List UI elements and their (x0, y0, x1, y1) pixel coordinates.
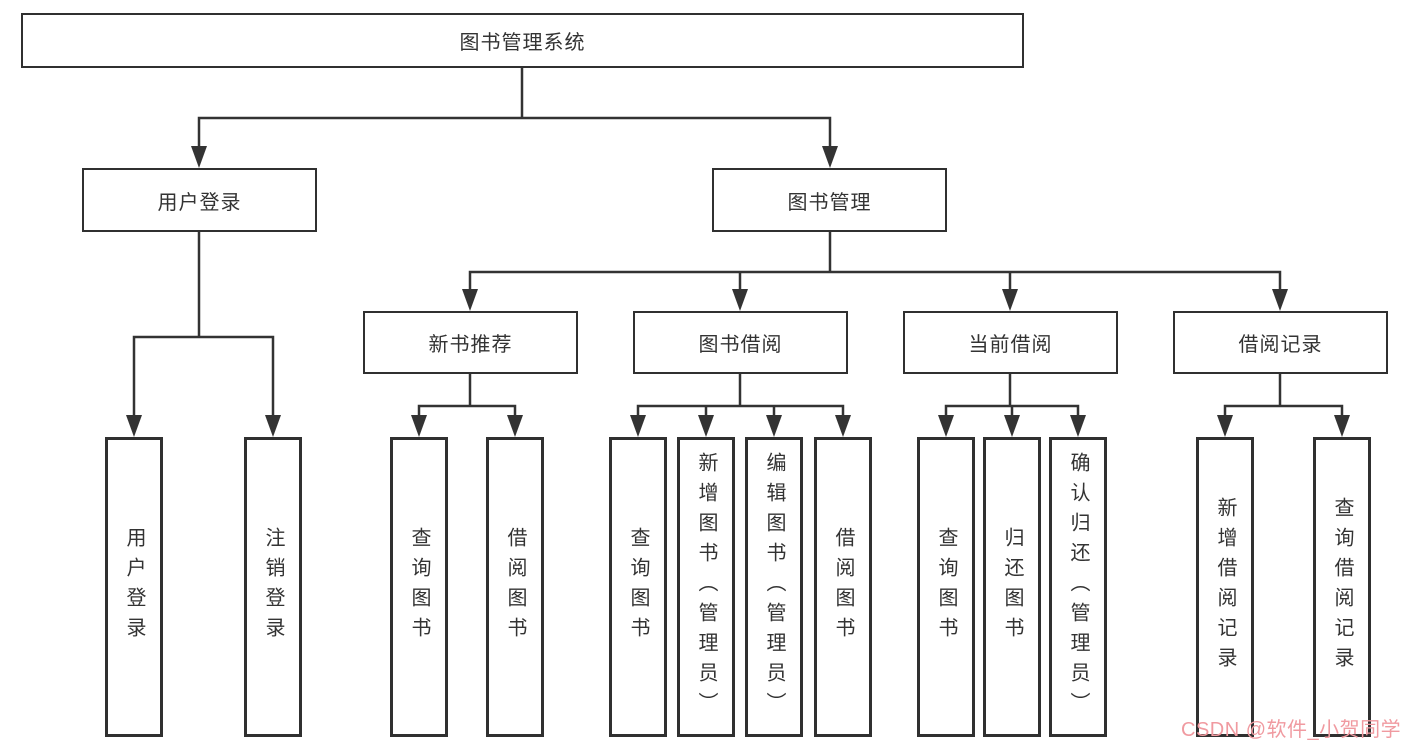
node-current-borrowing: 当前借阅 (903, 311, 1118, 374)
csdn-watermark: CSDN @软件_小贺同学 (1181, 719, 1402, 741)
leaf-query-book-borrowing: 查询图书 (609, 437, 667, 737)
node-new-book-recommendation: 新书推荐 (363, 311, 578, 374)
leaf-return-book: 归还图书 (983, 437, 1041, 737)
node-book-borrowing: 图书借阅 (633, 311, 848, 374)
leaf-borrow-book-recommend: 借阅图书 (486, 437, 544, 737)
node-user-login: 用户登录 (82, 168, 317, 232)
leaf-borrow-book: 借阅图书 (814, 437, 872, 737)
node-root: 图书管理系统 (21, 13, 1024, 68)
leaf-logout: 注销登录 (244, 437, 302, 737)
leaf-query-book-recommend: 查询图书 (390, 437, 448, 737)
leaf-query-borrow-record: 查询借阅记录 (1313, 437, 1371, 737)
leaf-add-book-admin: 新增图书（管理员） (677, 437, 735, 737)
node-borrowing-records: 借阅记录 (1173, 311, 1388, 374)
leaf-query-book-current: 查询图书 (917, 437, 975, 737)
leaf-add-borrow-record: 新增借阅记录 (1196, 437, 1254, 737)
leaf-confirm-return-admin: 确认归还（管理员） (1049, 437, 1107, 737)
node-book-management: 图书管理 (712, 168, 947, 232)
leaf-edit-book-admin: 编辑图书（管理员） (745, 437, 803, 737)
leaf-user-login: 用户登录 (105, 437, 163, 737)
